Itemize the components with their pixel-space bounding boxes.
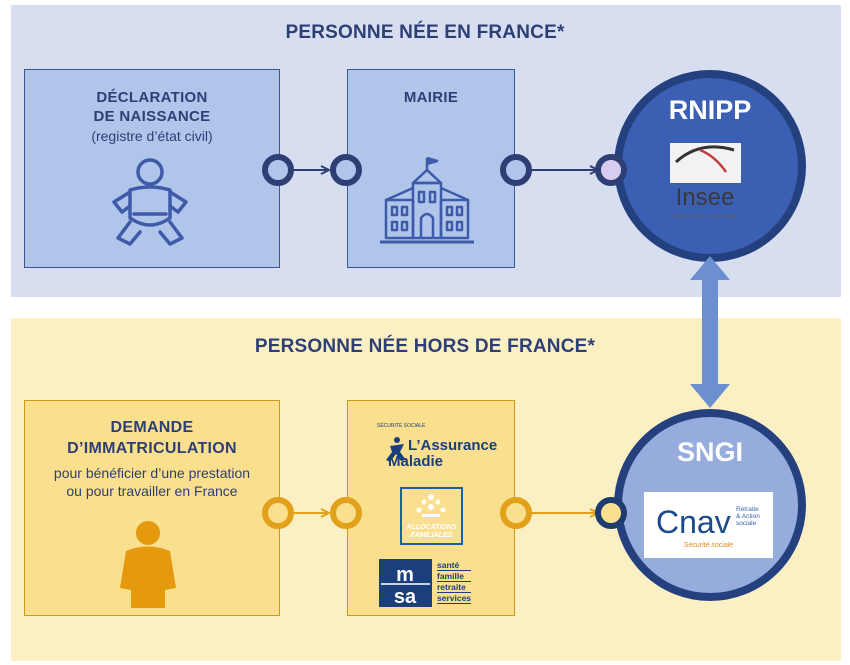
baby-icon bbox=[112, 158, 188, 246]
registration-request-subtitle-1: pour bénéficier d’une prestation bbox=[53, 465, 251, 481]
arrow-request-to-organisms bbox=[262, 497, 362, 529]
caf-figures-icon bbox=[416, 494, 446, 517]
svg-text:m: m bbox=[396, 564, 414, 586]
person-icon bbox=[120, 521, 176, 608]
caf-logo: ALLOCATIONS FAMILIALES bbox=[400, 487, 463, 545]
msa-lines: santé famille retraite services bbox=[437, 560, 472, 604]
mairie-title: MAIRIE bbox=[403, 89, 459, 106]
arrow-mairie-to-rnipp bbox=[500, 154, 627, 186]
birth-declaration-title-1: DÉCLARATION bbox=[96, 89, 208, 106]
cnav-logo-word: Cnav bbox=[656, 504, 731, 540]
registration-request-subtitle-2: ou pour travailler en France bbox=[66, 483, 238, 499]
assurance-maladie-mark-icon bbox=[386, 437, 406, 462]
cnav-logo-small-1: Retraite bbox=[736, 506, 759, 513]
birth-declaration-subtitle: (registre d’état civil) bbox=[91, 128, 213, 144]
sngi-label: SNGI bbox=[676, 437, 743, 467]
assurance-maladie-small: SÉCURITÉ SOCIALE bbox=[377, 423, 426, 429]
arrow-organisms-to-sngi bbox=[500, 497, 627, 529]
msa-line-4: services bbox=[437, 593, 472, 604]
msa-logo-icon: m sa bbox=[379, 559, 432, 608]
cnav-logo-tagline: Sécurité sociale bbox=[683, 542, 734, 549]
rnipp-label: RNIPP bbox=[668, 95, 752, 125]
assurance-maladie-line1: L’Assurance bbox=[408, 437, 498, 454]
birth-declaration-box: DÉCLARATION DE NAISSANCE (registre d’éta… bbox=[24, 69, 280, 268]
birth-declaration-title-2: DE NAISSANCE bbox=[93, 108, 211, 125]
caf-line1: ALLOCATIONS bbox=[406, 524, 457, 531]
caf-line2: FAMILIALES bbox=[410, 532, 453, 539]
msa-line-1: santé bbox=[437, 560, 472, 571]
cnav-logo-small-2: & Action bbox=[736, 513, 760, 520]
assurance-maladie-line2: Maladie bbox=[388, 453, 444, 470]
insee-logo: Insee Mesurer pour comprendre bbox=[667, 140, 743, 226]
section-title-born-in-france: PERSONNE NÉE EN FRANCE* bbox=[285, 22, 565, 43]
svg-text:sa: sa bbox=[394, 586, 417, 608]
insee-logo-tagline: Mesurer pour comprendre bbox=[673, 214, 737, 220]
section-title-born-abroad: PERSONNE NÉE HORS DE FRANCE* bbox=[254, 336, 596, 357]
town-hall-icon bbox=[380, 156, 474, 244]
insee-logo-word: Insee bbox=[675, 184, 735, 211]
cnav-logo: Cnav Retraite & Action sociale Sécurité … bbox=[644, 492, 773, 558]
cnav-logo-small-3: sociale bbox=[736, 520, 757, 527]
registration-request-title-2: D’IMMATRICULATION bbox=[67, 440, 237, 457]
msa-line-2: famille bbox=[437, 571, 472, 582]
arrow-birth-to-mairie bbox=[262, 154, 362, 186]
msa-line-3: retraite bbox=[437, 582, 472, 593]
rnipp-sngi-link-arrow bbox=[690, 256, 730, 408]
registration-request-title-1: DEMANDE bbox=[110, 419, 194, 436]
insee-mark-icon bbox=[670, 143, 741, 183]
